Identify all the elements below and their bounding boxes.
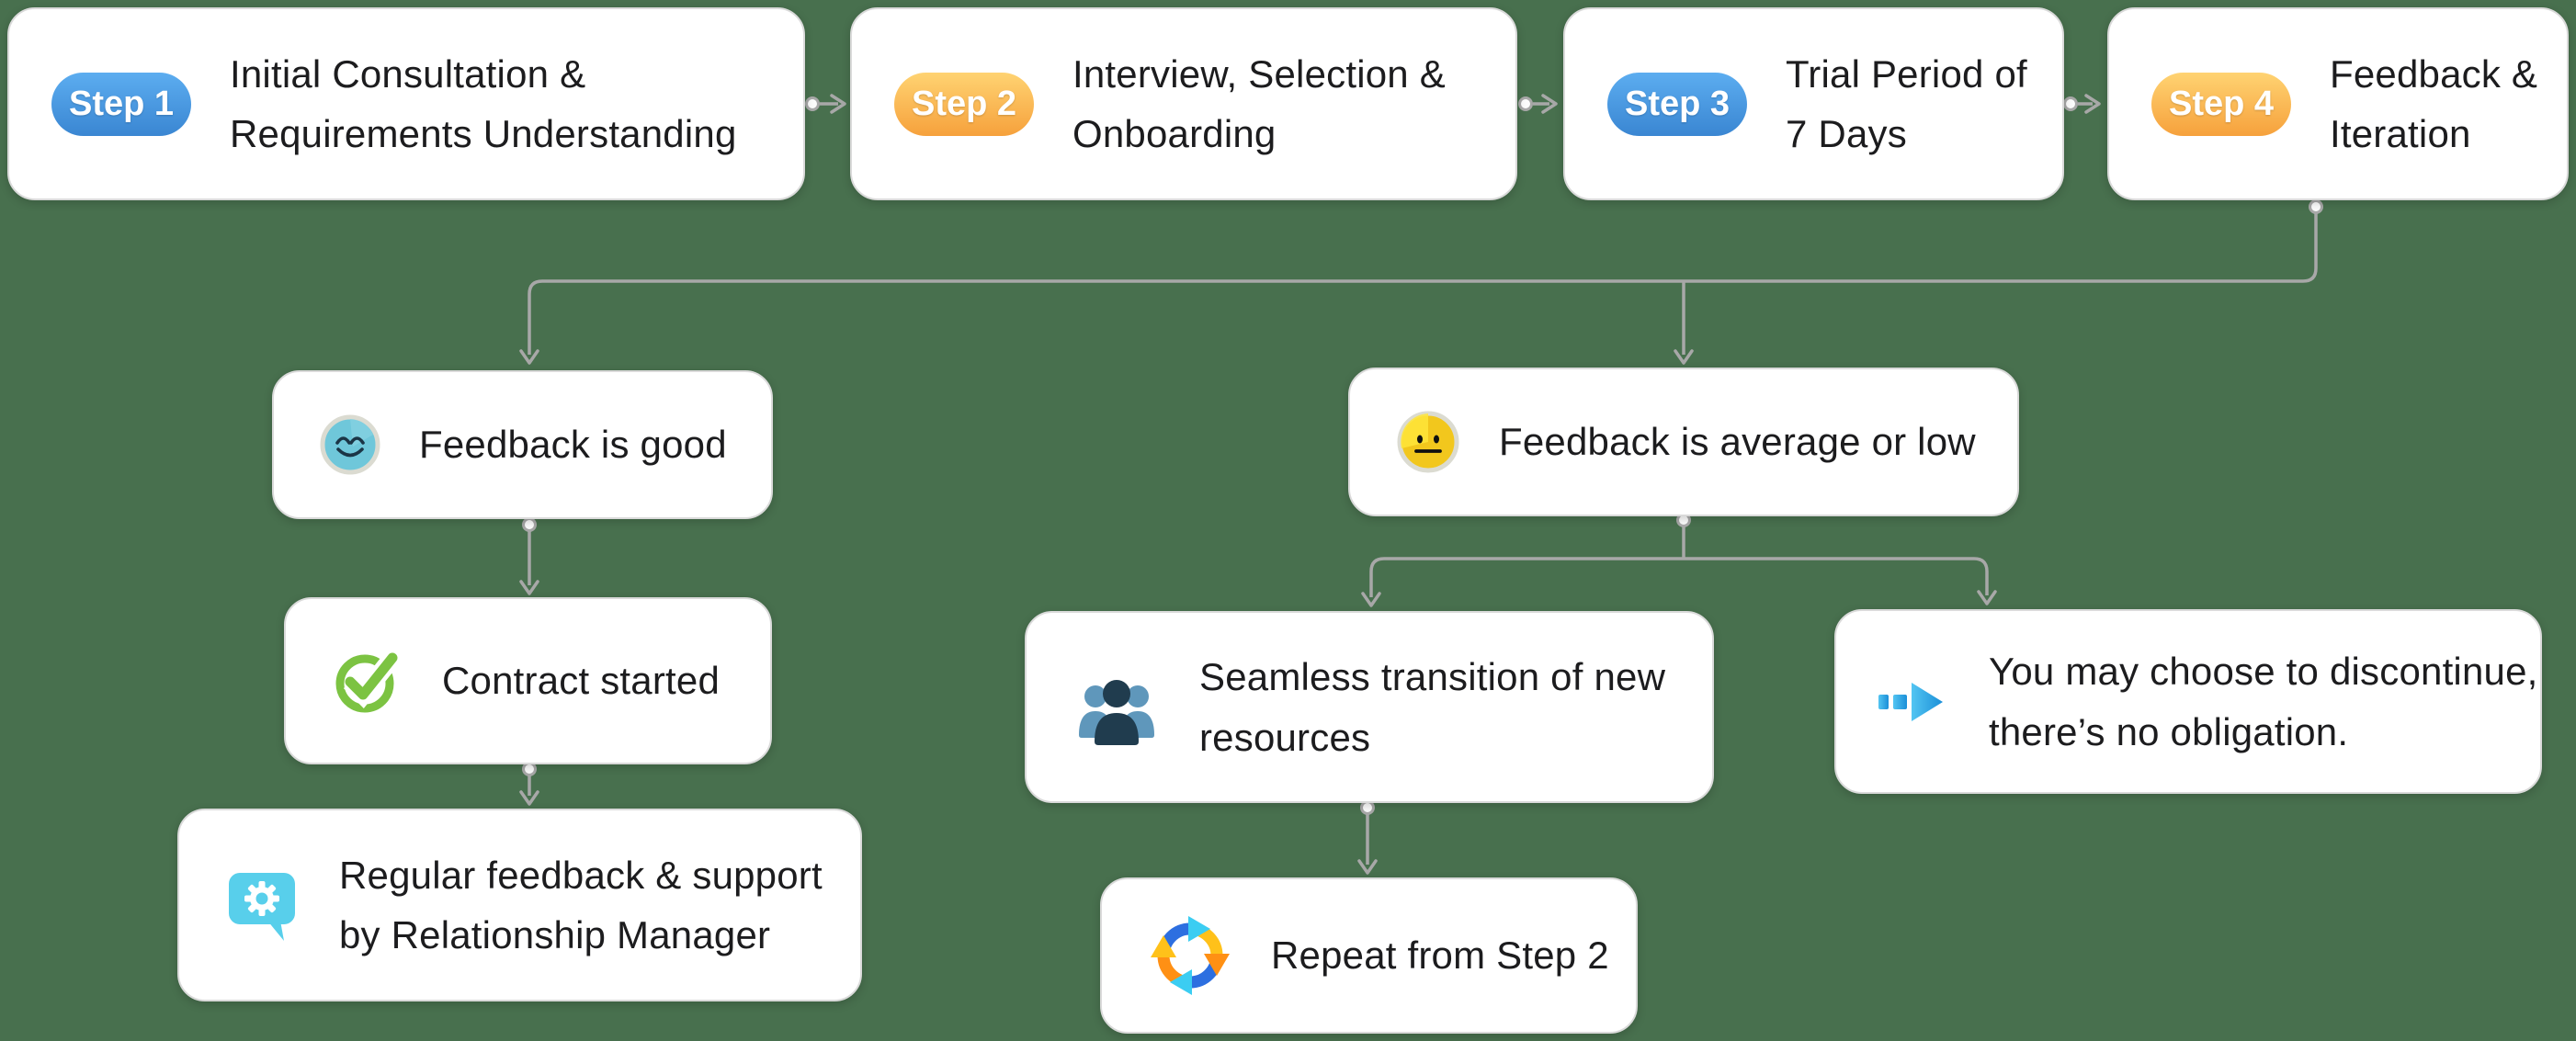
edge-good-contract — [519, 517, 539, 595]
neutral-face-icon — [1397, 411, 1459, 473]
fast-forward-arrow-icon — [1878, 682, 1943, 721]
chat-gear-icon — [229, 873, 295, 941]
label-line: Iteration — [2330, 112, 2471, 155]
label-line: 7 Days — [1786, 112, 1907, 155]
edge-contract-support — [519, 762, 539, 806]
step-4-label: Feedback & Iteration — [2330, 44, 2537, 164]
label-line: Requirements Understanding — [230, 112, 737, 155]
label-line: Regular feedback & support — [339, 853, 823, 897]
step-3-label: Trial Period of 7 Days — [1786, 44, 2027, 164]
step-1-badge: Step 1 — [51, 72, 191, 136]
edge-step2-step3 — [1518, 94, 1558, 114]
step-4-node: Step 4 Feedback & Iteration — [2107, 7, 2569, 200]
feedback-average-label: Feedback is average or low — [1499, 412, 1976, 471]
edge-step3-step4 — [2063, 94, 2101, 114]
regular-feedback-label: Regular feedback & support by Relationsh… — [339, 845, 823, 965]
label-line: there’s no obligation. — [1989, 709, 2349, 753]
edge-average-branches — [1361, 513, 1997, 607]
label-line: by Relationship Manager — [339, 913, 771, 956]
people-group-icon — [1079, 679, 1154, 745]
seamless-transition-node: Seamless transition of new resources — [1025, 611, 1714, 803]
discontinue-label: You may choose to discontinue, there’s n… — [1989, 641, 2538, 761]
step-2-badge: Step 2 — [894, 72, 1034, 136]
label-line: Contract started — [442, 659, 720, 703]
contract-started-label: Contract started — [442, 651, 720, 710]
step-3-badge: Step 3 — [1607, 72, 1747, 136]
label-line: Onboarding — [1072, 112, 1277, 155]
label-line: resources — [1199, 715, 1371, 759]
edge-transition-repeat — [1357, 800, 1378, 875]
feedback-average-node: Feedback is average or low — [1348, 368, 2019, 516]
label-line: Feedback & — [2330, 51, 2538, 96]
label-line: Interview, Selection & — [1072, 51, 1446, 96]
step-2-label: Interview, Selection & Onboarding — [1072, 44, 1446, 164]
label-line: Feedback is average or low — [1499, 420, 1976, 464]
repeat-node: Repeat from Step 2 — [1100, 877, 1638, 1034]
edge-step4-branches — [519, 199, 2323, 365]
label-line: Initial Consultation & — [230, 51, 586, 96]
check-circle-icon — [335, 651, 400, 713]
label-line: Trial Period of — [1786, 51, 2027, 96]
repeat-label: Repeat from Step 2 — [1271, 925, 1609, 985]
step-1-node: Step 1 Initial Consultation & Requiremen… — [7, 7, 805, 200]
seamless-transition-label: Seamless transition of new resources — [1199, 647, 1665, 766]
happy-face-icon — [320, 414, 380, 475]
discontinue-node: You may choose to discontinue, there’s n… — [1834, 609, 2542, 794]
step-1-label: Initial Consultation & Requirements Unde… — [230, 44, 737, 164]
step-2-node: Step 2 Interview, Selection & Onboarding — [850, 7, 1517, 200]
feedback-good-label: Feedback is good — [419, 414, 727, 474]
regular-feedback-node: Regular feedback & support by Relationsh… — [177, 809, 862, 1001]
label-line: You may choose to discontinue, — [1989, 650, 2538, 694]
step-3-node: Step 3 Trial Period of 7 Days — [1563, 7, 2064, 200]
step-4-badge: Step 4 — [2151, 72, 2291, 136]
edge-step1-step2 — [805, 94, 846, 114]
cycle-arrows-icon — [1151, 916, 1230, 995]
feedback-good-node: Feedback is good — [272, 370, 773, 519]
contract-started-node: Contract started — [284, 597, 772, 764]
label-line: Repeat from Step 2 — [1271, 934, 1609, 978]
label-line: Feedback is good — [419, 423, 727, 467]
label-line: Seamless transition of new — [1199, 655, 1666, 699]
